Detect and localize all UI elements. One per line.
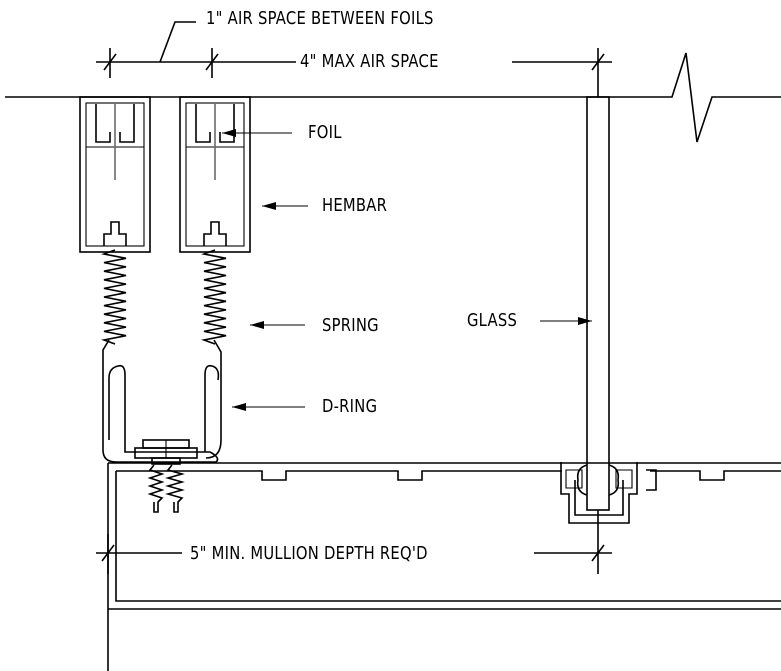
label-air-space-between-foils: 1" AIR SPACE BETWEEN FOILS bbox=[206, 8, 434, 29]
label-mullion-depth-overlay: 5" MIN. MULLION DEPTH REQ'D bbox=[190, 543, 428, 564]
hembar-right bbox=[179, 96, 251, 253]
d-ring-left bbox=[102, 339, 219, 463]
label-spring: SPRING bbox=[322, 315, 379, 336]
spring-left bbox=[101, 249, 127, 345]
label-max-air-space-overlay: 4" MAX AIR SPACE bbox=[300, 51, 439, 72]
label-glass: GLASS bbox=[467, 310, 518, 331]
spring-coil bbox=[201, 249, 227, 345]
label-d-ring: D-RING bbox=[322, 396, 378, 417]
d-ring-right bbox=[204, 339, 222, 459]
dimension-bottom bbox=[96, 510, 612, 574]
glass-pane bbox=[586, 96, 610, 511]
ceiling-line bbox=[5, 52, 781, 143]
hembar-left bbox=[79, 96, 151, 253]
label-hembar: HEMBAR bbox=[322, 195, 388, 216]
spring-right bbox=[201, 249, 227, 345]
leader-arrows bbox=[222, 129, 592, 411]
screw-assembly bbox=[134, 439, 198, 513]
label-foil: FOIL bbox=[308, 122, 342, 143]
mullion bbox=[107, 462, 781, 671]
spring-coil bbox=[101, 249, 127, 345]
